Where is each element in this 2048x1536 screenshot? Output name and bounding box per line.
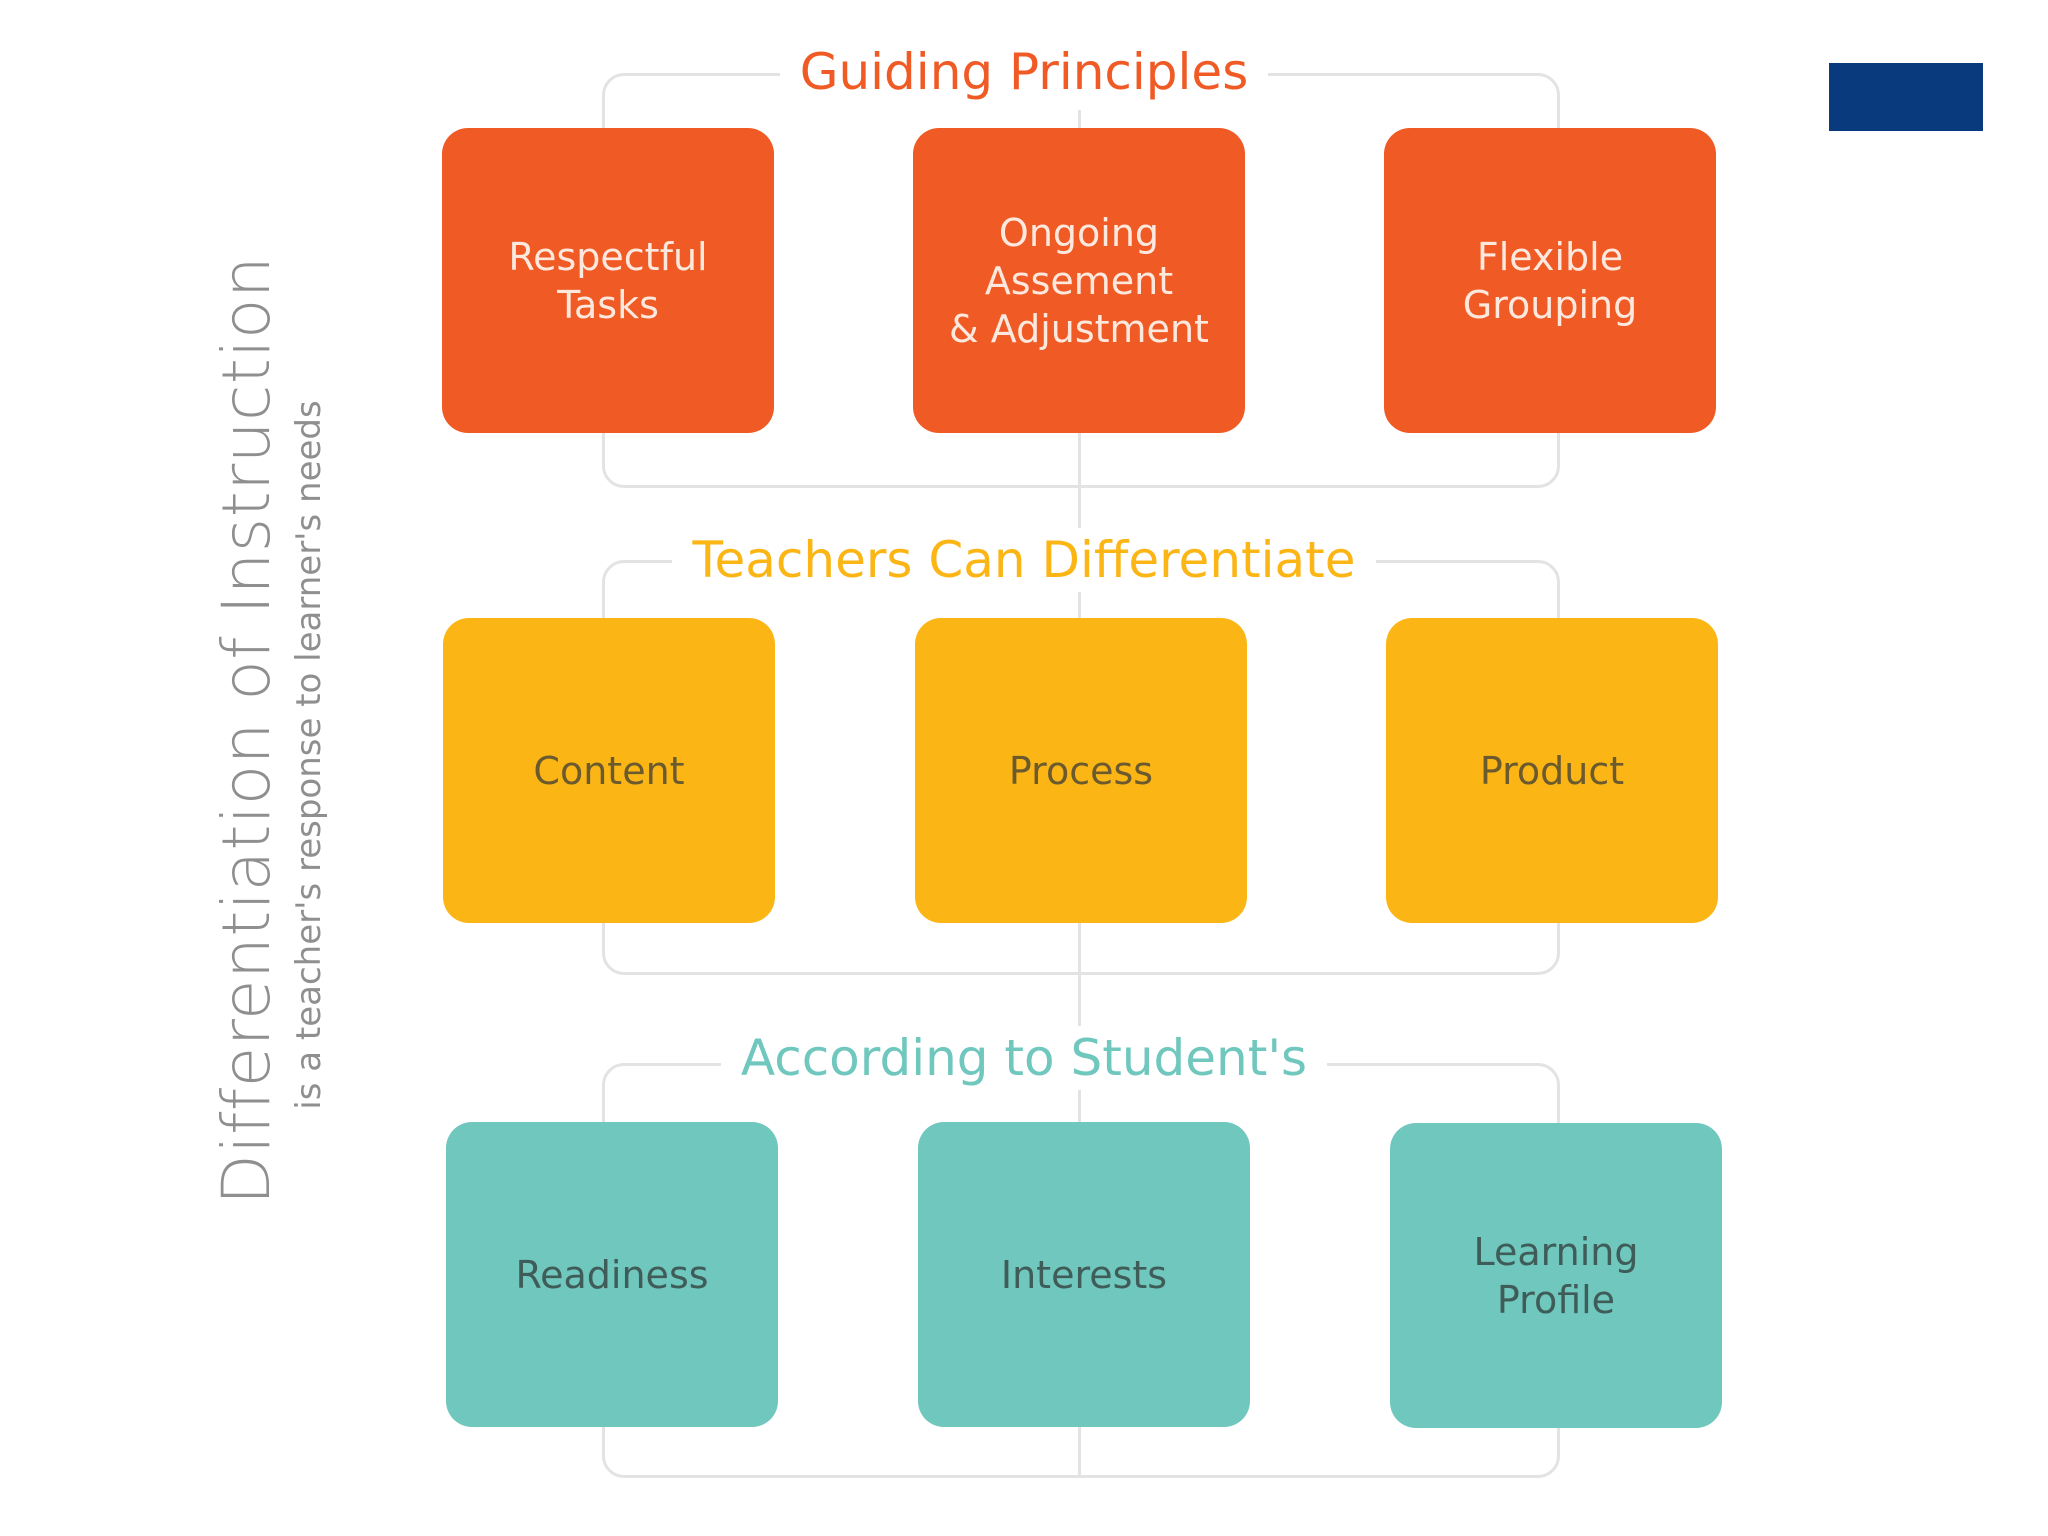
box-interests: Interests <box>918 1122 1250 1427</box>
box-process: Process <box>915 618 1247 923</box>
section-title-teachers: Teachers Can Differentiate <box>0 528 2048 592</box>
box-learning-profile: Learning Profile <box>1390 1123 1722 1428</box>
box-content: Content <box>443 618 775 923</box>
box-readiness: Readiness <box>446 1122 778 1427</box>
section-title-guiding: Guiding Principles <box>0 40 2048 104</box>
box-flexible-grouping: Flexible Grouping <box>1384 128 1716 433</box>
box-ongoing-assessment: Ongoing Assement & Adjustment <box>913 128 1245 433</box>
box-product: Product <box>1386 618 1718 923</box>
box-respectful-tasks: Respectful Tasks <box>442 128 774 433</box>
section-title-students: According to Student's <box>0 1026 2048 1090</box>
accent-rectangle <box>1829 63 1983 131</box>
